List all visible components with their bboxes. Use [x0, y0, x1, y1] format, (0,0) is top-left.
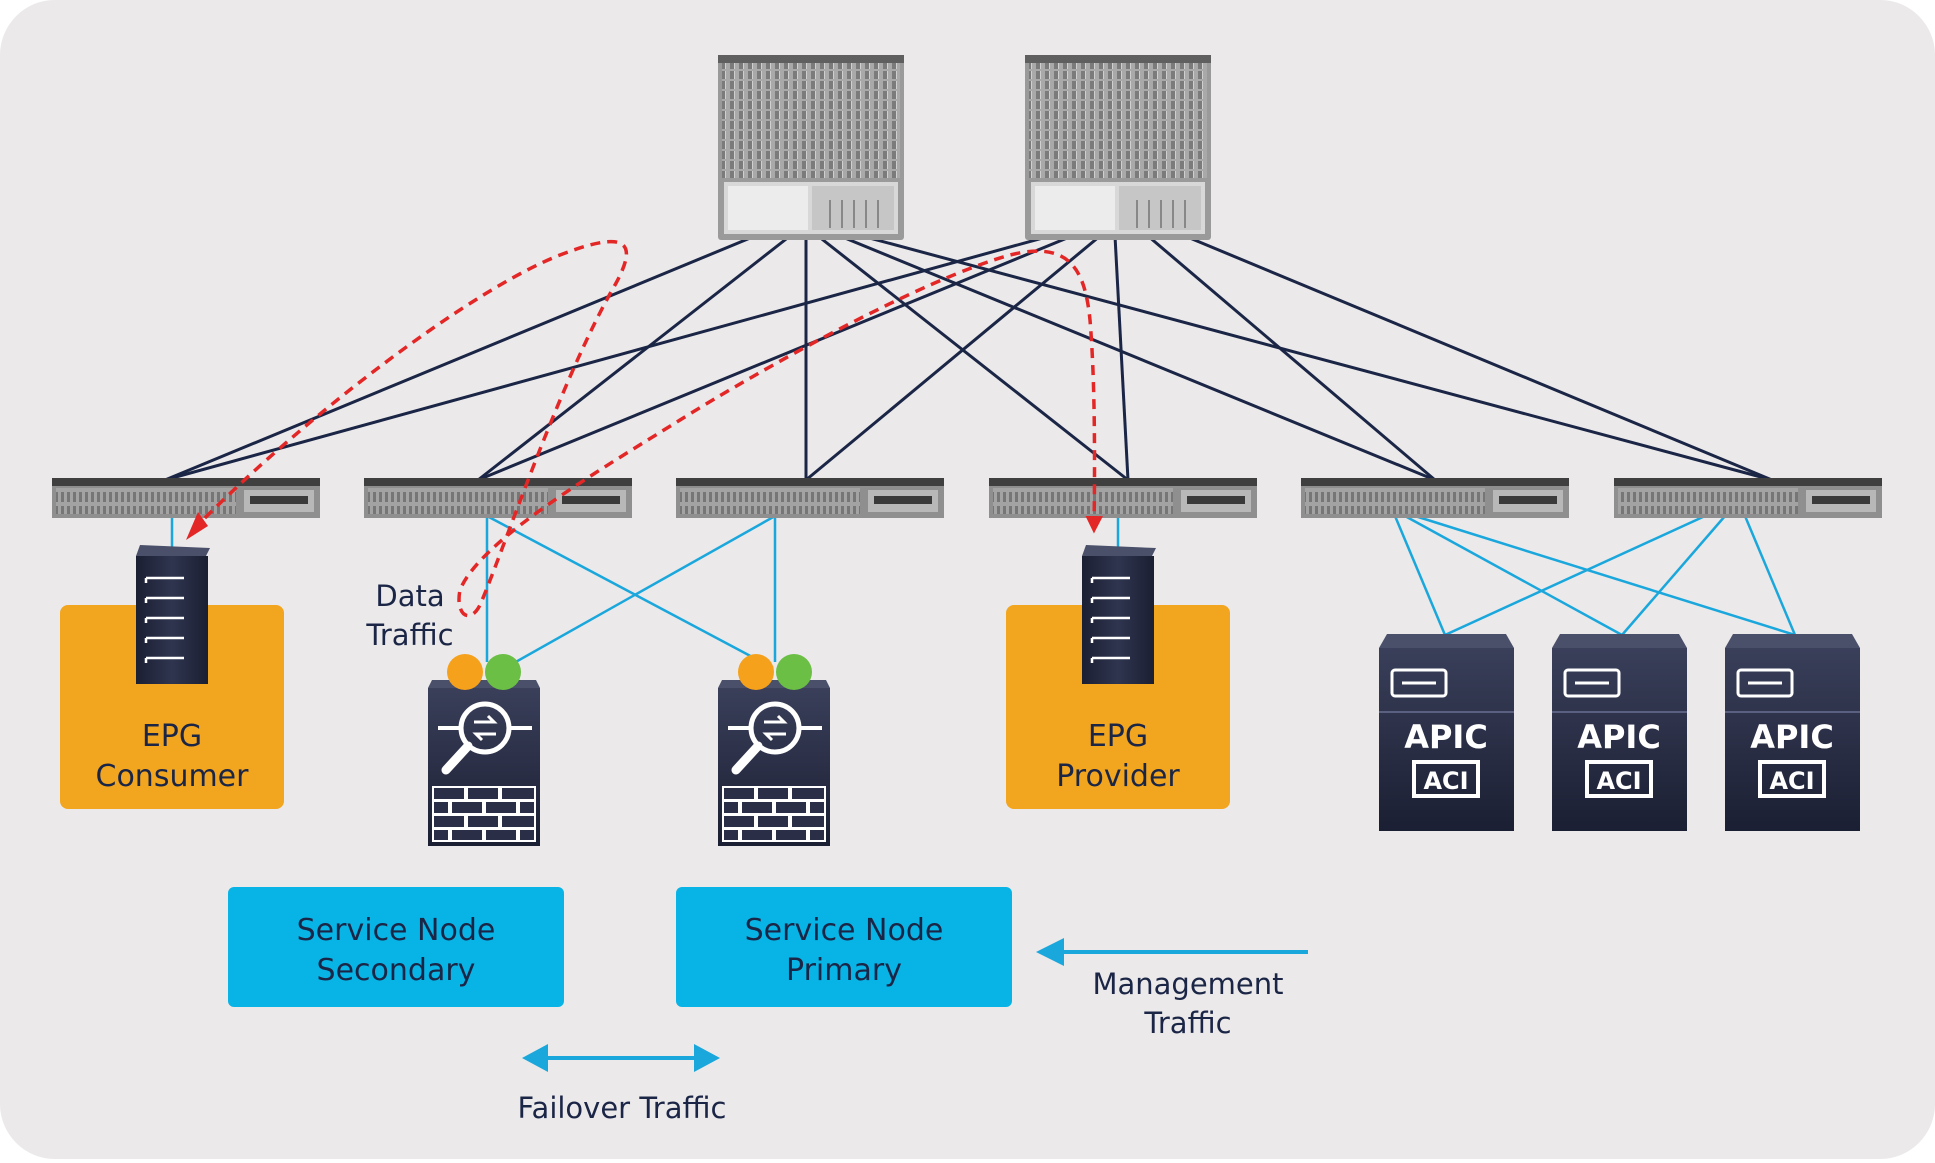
service-node-primary-label-line2: Primary: [786, 953, 902, 988]
fabric-links: [164, 234, 1773, 482]
epg-consumer-label-line1: EPG: [142, 719, 202, 754]
service-node-secondary-label-line2: Secondary: [317, 953, 476, 988]
failover-traffic-label: Failover Traffic: [518, 1091, 727, 1125]
data-traffic-path: [191, 239, 1103, 618]
aci-loop-icon-2: [1585, 760, 1653, 798]
data-traffic-start-arrow: [186, 512, 208, 540]
epg-consumer-box: [60, 605, 284, 809]
epg-consumer-label-line2: Consumer: [96, 759, 250, 794]
status-dot-green-secondary: [485, 654, 521, 690]
leaf-switch-4: [989, 478, 1257, 518]
apic-controller-3: APIC ACI: [1725, 634, 1860, 831]
firewall-secondary-icon: [428, 680, 540, 846]
provider-server-icon: [1082, 545, 1156, 684]
aci-loop-icon-1: [1412, 760, 1480, 798]
leaf-switch-2: [364, 478, 632, 518]
spine-switch-1: [718, 55, 904, 240]
management-traffic-arrow: [1036, 938, 1308, 966]
aci-label-1: ACI: [1423, 767, 1468, 795]
epg-provider-label-line2: Provider: [1056, 759, 1180, 794]
data-traffic-label-line1: Data: [375, 579, 444, 613]
data-traffic-label-line2: Traffic: [365, 618, 453, 652]
aci-label-3: ACI: [1769, 767, 1814, 795]
aci-label-2: ACI: [1596, 767, 1641, 795]
status-dot-green-primary: [776, 654, 812, 690]
management-traffic-label-line1: Management: [1092, 967, 1283, 1001]
apic-label-2: APIC: [1577, 718, 1661, 756]
leaf-switch-6: [1614, 478, 1882, 518]
spine-switch-2: [1025, 55, 1211, 240]
aci-loop-icon-3: [1758, 760, 1826, 798]
leaf-switch-5: [1301, 478, 1569, 518]
apic-controller-2: APIC ACI: [1552, 634, 1687, 831]
leaf-switch-1: [52, 478, 320, 518]
access-links: [170, 514, 1797, 670]
failover-traffic-arrow: [522, 1044, 720, 1072]
apic-label-3: APIC: [1750, 718, 1834, 756]
service-node-secondary-box: [228, 887, 564, 1007]
apic-controller-1: APIC ACI: [1379, 634, 1514, 831]
leaf-switch-3: [676, 478, 944, 518]
status-dot-orange-secondary: [447, 654, 483, 690]
management-traffic-label-line2: Traffic: [1143, 1006, 1231, 1040]
consumer-server-icon: [136, 545, 210, 684]
service-node-secondary-label-line1: Service Node: [297, 913, 496, 948]
status-dot-orange-primary: [738, 654, 774, 690]
apic-label-1: APIC: [1404, 718, 1488, 756]
epg-provider-box: [1006, 605, 1230, 809]
service-node-primary-label-line1: Service Node: [745, 913, 944, 948]
epg-provider-label-line1: EPG: [1088, 719, 1148, 754]
firewall-primary-icon: [718, 680, 830, 846]
service-node-primary-box: [676, 887, 1012, 1007]
